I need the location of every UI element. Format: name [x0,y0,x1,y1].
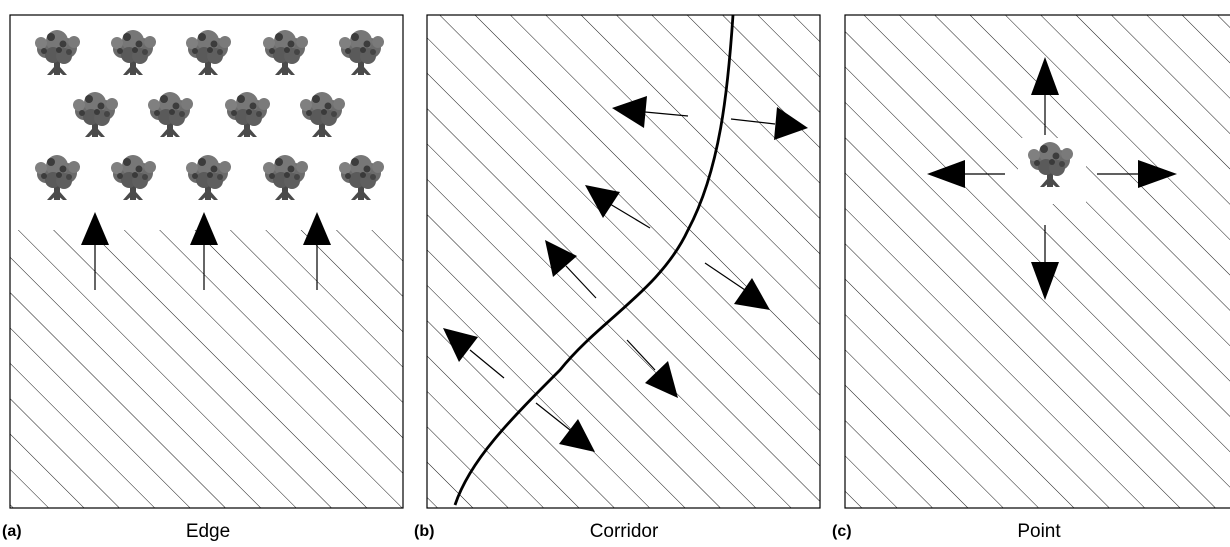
tree-icon [186,30,231,75]
tree-icon [339,155,384,200]
arrow-right-icon [730,107,808,140]
tree-icon [225,92,270,137]
arrow-down-icon [1031,225,1059,300]
arrow-down-right-icon [704,262,770,310]
tree-icon [148,92,193,137]
arrow-up-icon [81,212,109,290]
hatched-area [10,230,403,508]
tree-icon [35,30,80,75]
tree-icon [263,30,308,75]
arrow-up-icon [303,212,331,290]
panel-frame [9,14,404,509]
arrow-down-right-icon [626,339,678,398]
tree-icon [111,30,156,75]
panel-frame [844,14,1230,509]
panel-a-letter: (a) [2,523,22,540]
panel-frame [426,14,821,509]
panel-c-name: Point [1017,521,1061,542]
arrow-up-left-icon [585,185,651,229]
arrow-left-icon [927,160,1005,188]
edge-arrows [81,212,331,290]
tree-icon [186,155,231,200]
arrow-up-left-icon [545,240,597,299]
corridor-line [453,14,735,506]
tree-icon [263,155,308,200]
panel-a-edge [9,14,404,509]
tree-icon [73,92,118,137]
arrow-up-icon [1031,57,1059,135]
panel-c-letter: (c) [832,523,852,540]
hatched-area [845,15,1230,508]
tree-icon [111,155,156,200]
corridor-arrows [443,96,808,452]
panel-b-corridor [426,14,821,509]
arrow-up-icon [190,212,218,290]
point-arrows [927,57,1177,300]
panel-a-name: Edge [185,521,231,542]
panel-c-point [844,14,1230,509]
arrow-down-right-icon [535,402,595,452]
tree-icon [339,30,384,75]
tree-icon [35,155,80,200]
arrow-left-icon [612,96,689,128]
panel-b-letter: (b) [414,523,435,540]
panel-b-name: Corridor [589,521,659,542]
hatched-area [427,15,820,508]
forest-trees [35,30,384,200]
arrow-up-left-icon [443,328,505,379]
tree-icon [300,92,345,137]
arrow-right-icon [1097,160,1177,188]
